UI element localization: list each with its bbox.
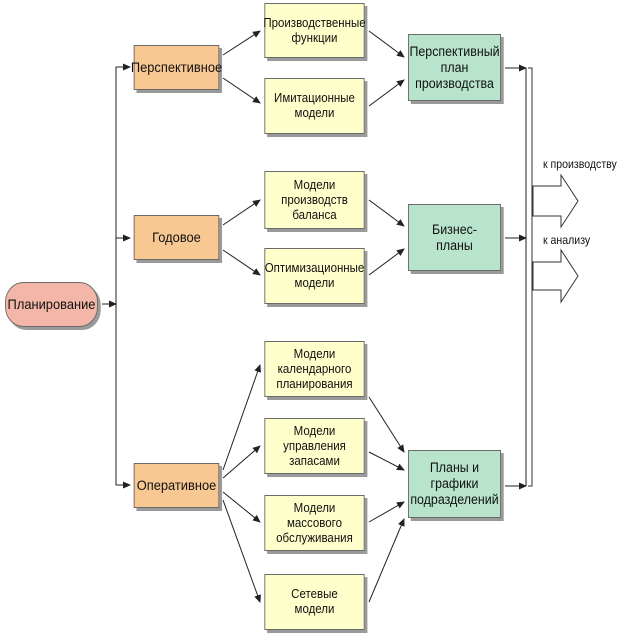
simulation-models-node: Имитационные модели (264, 78, 365, 134)
operational-node: Оперативное (133, 463, 220, 508)
annual-node: Годовое (133, 215, 220, 260)
planning-node: Планирование (5, 282, 98, 327)
perspective-plan-node: Перспективный план производства (408, 34, 501, 101)
calendar-models-node: Модели календарного планирования (264, 341, 365, 397)
queueing-models-node: Модели массового обслуживания (264, 495, 365, 551)
network-models-node: Сетевые модели (264, 574, 365, 630)
to-analysis-label: к анализу (543, 233, 591, 247)
division-plans-node: Планы и графики подразделений (408, 450, 501, 518)
to-production-label: к производству (543, 157, 617, 171)
optimization-models-node: Оптимизационные модели (264, 248, 365, 304)
production-functions-node: Производственные функции (263, 3, 366, 58)
business-plans-node: Бизнес- планы (408, 204, 501, 271)
perspective-node: Перспективное (131, 45, 222, 90)
inventory-models-node: Модели управления запасами (264, 418, 365, 474)
balance-models-node: Модели производств баланса (264, 171, 365, 229)
to-analysis-arrow (532, 248, 579, 304)
to-production-arrow (532, 173, 579, 229)
output-arrows (532, 173, 579, 304)
